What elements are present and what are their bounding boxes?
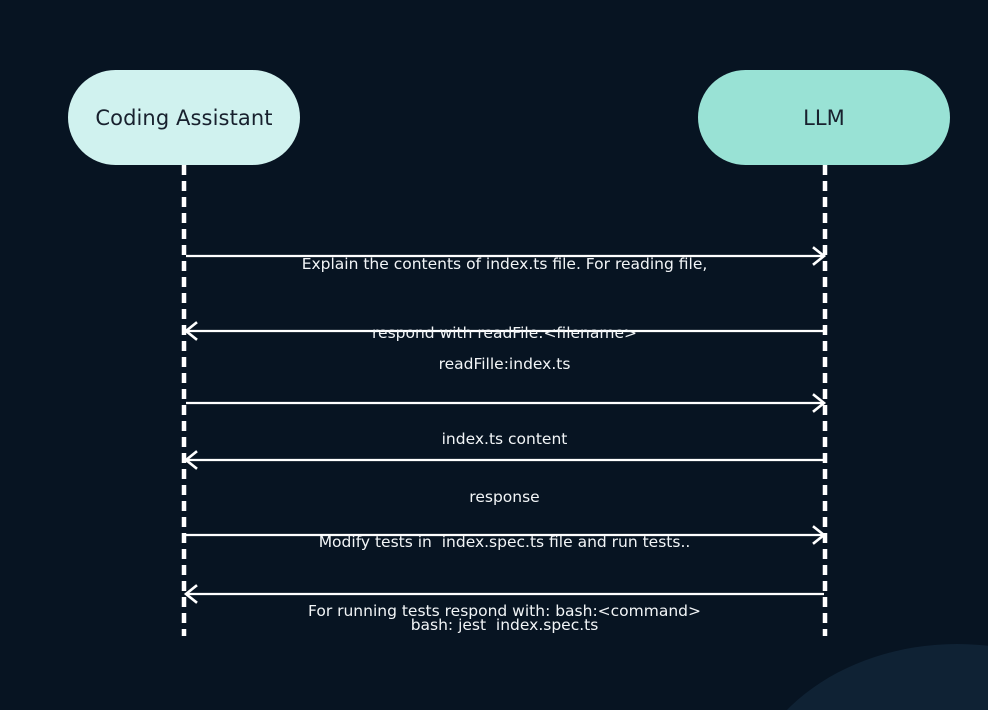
message-arrow-4 bbox=[183, 450, 824, 470]
participant-label-coding-assistant: Coding Assistant bbox=[95, 105, 273, 130]
participant-llm[interactable]: LLM bbox=[698, 70, 950, 165]
message-arrow-5 bbox=[186, 525, 827, 545]
message-arrow-6 bbox=[183, 584, 824, 604]
message-arrow-3 bbox=[186, 393, 827, 413]
message-arrow-1 bbox=[186, 246, 827, 266]
participant-label-llm: LLM bbox=[803, 105, 845, 130]
participant-coding-assistant[interactable]: Coding Assistant bbox=[68, 70, 300, 165]
message-arrow-2 bbox=[183, 321, 824, 341]
